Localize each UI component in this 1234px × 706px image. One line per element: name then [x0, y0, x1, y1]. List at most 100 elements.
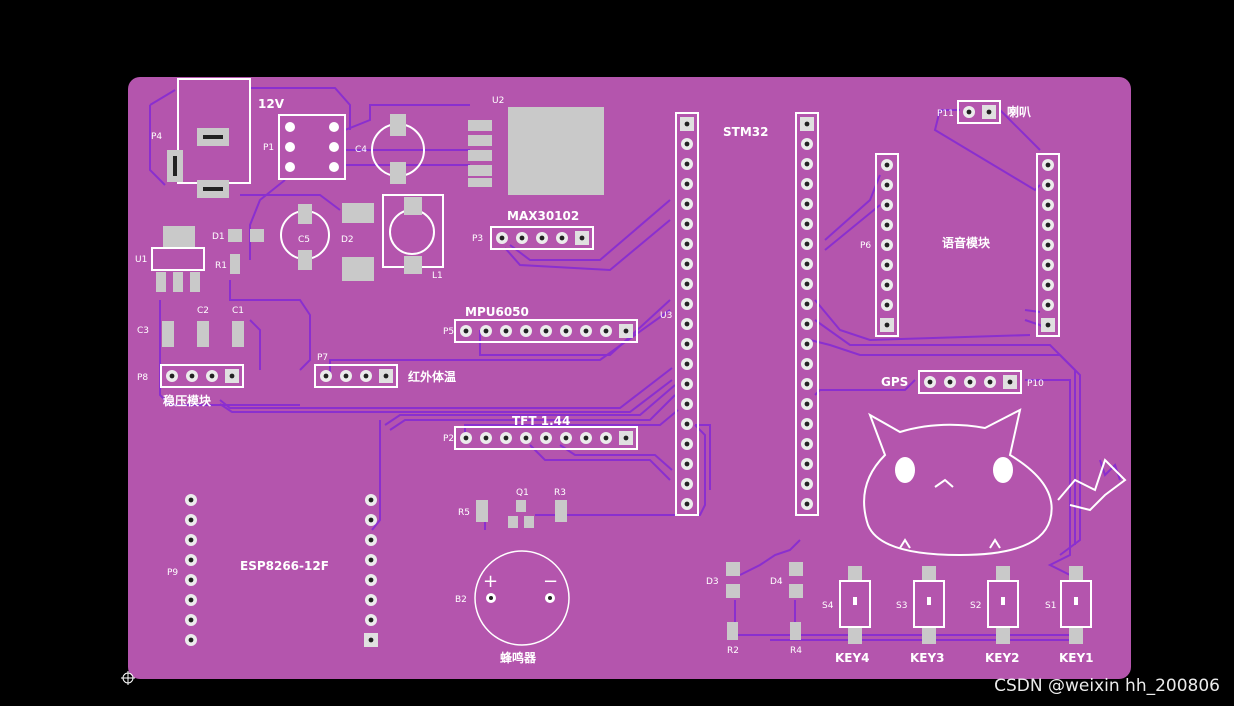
header-p3-pin-hole — [519, 235, 525, 241]
label-mpu6050: MPU6050 — [465, 305, 529, 319]
diode-d2-pad — [342, 203, 374, 223]
label-max30102: MAX30102 — [507, 209, 579, 223]
key-s3-mark — [927, 597, 931, 605]
diode-d2-pad — [342, 257, 374, 281]
header-u3-left-pin-hole — [684, 441, 690, 447]
buzzer-b2 — [474, 550, 570, 646]
ref-c1: C1 — [232, 306, 244, 316]
header-esp-right-pin-hole — [368, 617, 374, 623]
capacitor-c2-pad — [197, 321, 209, 347]
regulator-u1-tab — [163, 226, 195, 248]
header-p6-pin-hole — [884, 222, 890, 228]
label-voltage-module: 稳压模块 — [163, 393, 212, 408]
header-p5-pin-hole — [583, 328, 589, 334]
header-voice-right-pin-hole — [1045, 242, 1051, 248]
header-esp-left-pin-hole — [188, 537, 194, 543]
header-u3-right-pin-hole — [804, 501, 810, 507]
key-s1-pad-top — [1069, 566, 1083, 580]
key-s2-pad-bottom — [996, 628, 1010, 644]
ref-d1: D1 — [212, 232, 225, 242]
pin-headers — [160, 100, 1060, 647]
header-u3-right-pin-hole — [804, 401, 810, 407]
inductor-l1-pad — [404, 256, 422, 274]
header-p2-pin-hole — [583, 435, 589, 441]
ref-r1: R1 — [215, 261, 227, 271]
header-voice-right-pin-hole — [1045, 322, 1051, 328]
header-p6-pin-hole — [884, 182, 890, 188]
header-u3-right-pin-hole — [804, 361, 810, 367]
header-esp-right-pin-hole — [368, 637, 374, 643]
header-u3-left-pin-hole — [684, 121, 690, 127]
key-s2-mark — [1001, 597, 1005, 605]
buzzer-pin-hole — [489, 596, 493, 600]
header-esp-right-pin-hole — [368, 597, 374, 603]
header-p10-pin-hole — [927, 379, 933, 385]
resistor-r5-pad — [476, 500, 488, 522]
ref-p2: P2 — [443, 434, 454, 444]
header-p5-pin-hole — [483, 328, 489, 334]
header-p3-pin-hole — [539, 235, 545, 241]
regulator-u1-pin — [173, 272, 183, 292]
ref-l1: L1 — [432, 271, 443, 281]
ref-c3: C3 — [137, 326, 149, 336]
ref-s4: S4 — [822, 601, 834, 611]
switch-p1-outline — [278, 114, 346, 180]
header-u3-left-pin-hole — [684, 461, 690, 467]
ref-u3: U3 — [660, 311, 672, 321]
led-d4-pad — [789, 584, 803, 598]
label-stm32: STM32 — [723, 125, 768, 139]
header-u3-left-pin-hole — [684, 381, 690, 387]
resistor-r3-pad — [555, 500, 567, 522]
header-u3-right-pin-hole — [804, 481, 810, 487]
header-p5-pin-hole — [523, 328, 529, 334]
ref-d2: D2 — [341, 235, 354, 245]
key-s3-pad-top — [922, 566, 936, 580]
buzzer-outline — [474, 550, 570, 646]
led-d3-pad — [726, 562, 740, 576]
switch-pin — [285, 162, 295, 172]
buzzer-pin-hole — [548, 596, 552, 600]
switch-pin — [285, 142, 295, 152]
header-p2-pin-hole — [603, 435, 609, 441]
header-u3-left-pin-hole — [684, 221, 690, 227]
header-p7-pin-hole — [343, 373, 349, 379]
header-p6-pin-hole — [884, 302, 890, 308]
ref-s3: S3 — [896, 601, 907, 611]
header-u3-left-pin-hole — [684, 341, 690, 347]
header-p11-outline — [957, 100, 1001, 124]
header-p8-pin-hole — [229, 373, 235, 379]
header-p10-pin-hole — [1007, 379, 1013, 385]
header-p6-pin-hole — [884, 262, 890, 268]
header-p3-pin-hole — [559, 235, 565, 241]
header-voice-right-pin-hole — [1045, 162, 1051, 168]
header-u3-left-pin-hole — [684, 261, 690, 267]
capacitor-c4-pad — [390, 162, 406, 184]
header-p6-pin-hole — [884, 282, 890, 288]
header-p11-pin-hole — [966, 109, 972, 115]
header-p7-pin-hole — [363, 373, 369, 379]
header-esp-left-pin-hole — [188, 497, 194, 503]
capacitor-c3-pad — [162, 321, 174, 347]
pcb-board — [128, 77, 1131, 679]
header-p2-pin-hole — [463, 435, 469, 441]
switch-pin — [329, 122, 339, 132]
header-esp-left-pin-hole — [188, 577, 194, 583]
chip-u2-pad — [468, 135, 492, 146]
header-p10-pin-hole — [967, 379, 973, 385]
chip-u2 — [468, 107, 604, 195]
header-p2-outline — [454, 426, 638, 450]
header-esp-right-pin-hole — [368, 497, 374, 503]
chip-u2-pad — [468, 178, 492, 187]
label-voice-module: 语音模块 — [942, 235, 991, 250]
header-u3-right-pin-hole — [804, 181, 810, 187]
regulator-u1-body — [151, 247, 205, 271]
header-esp-left-pin-hole — [188, 597, 194, 603]
ref-p8: P8 — [137, 373, 148, 383]
label-gps: GPS — [881, 375, 908, 389]
ref-u1: U1 — [135, 255, 147, 265]
push-buttons — [839, 566, 1092, 644]
header-voice-right-outline — [1036, 153, 1060, 337]
key-s3-pad-bottom — [922, 628, 936, 644]
header-p5-outline — [454, 319, 638, 343]
header-u3-left-pin-hole — [684, 181, 690, 187]
